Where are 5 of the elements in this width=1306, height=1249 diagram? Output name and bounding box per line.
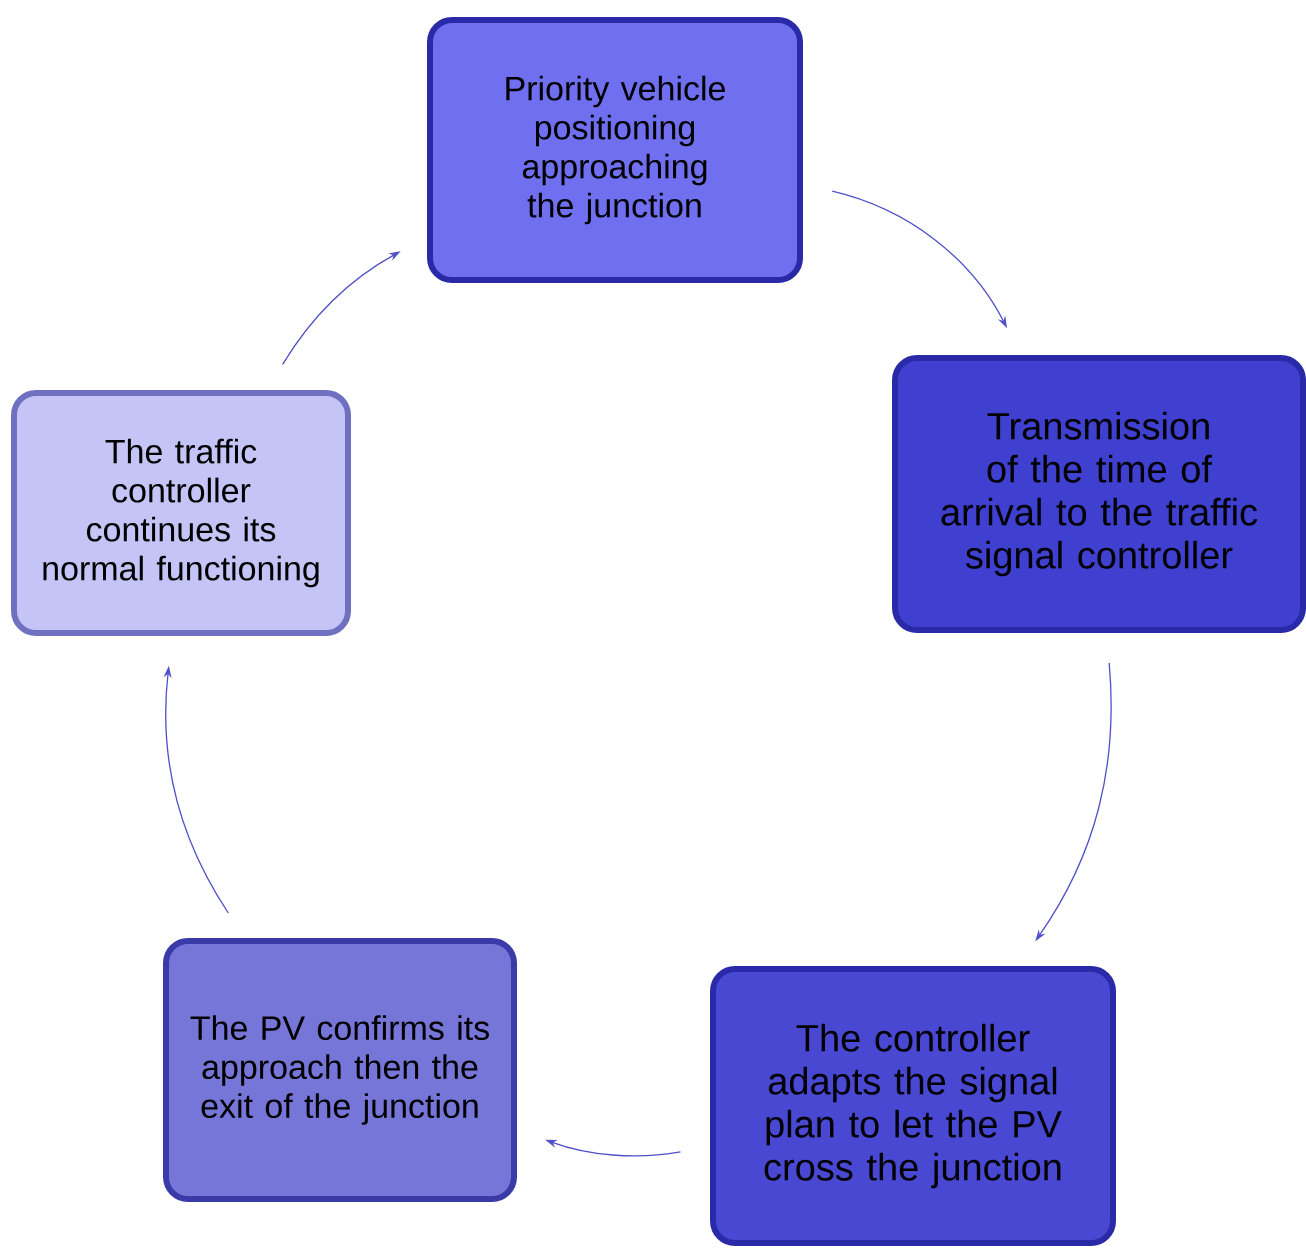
process-box: The traffic controller continues its normal functioning bbox=[11, 390, 351, 636]
process-box: Priority vehicle positioning approaching the junction bbox=[427, 17, 803, 283]
process-box: The PV confirms its approach then the exit of the junction bbox=[163, 938, 517, 1202]
process-box: Transmission of the time of arrival to the traffic signal controller bbox=[892, 355, 1306, 633]
process-box: The controller adapts the signal plan to let the PV cross the junction bbox=[710, 966, 1116, 1246]
